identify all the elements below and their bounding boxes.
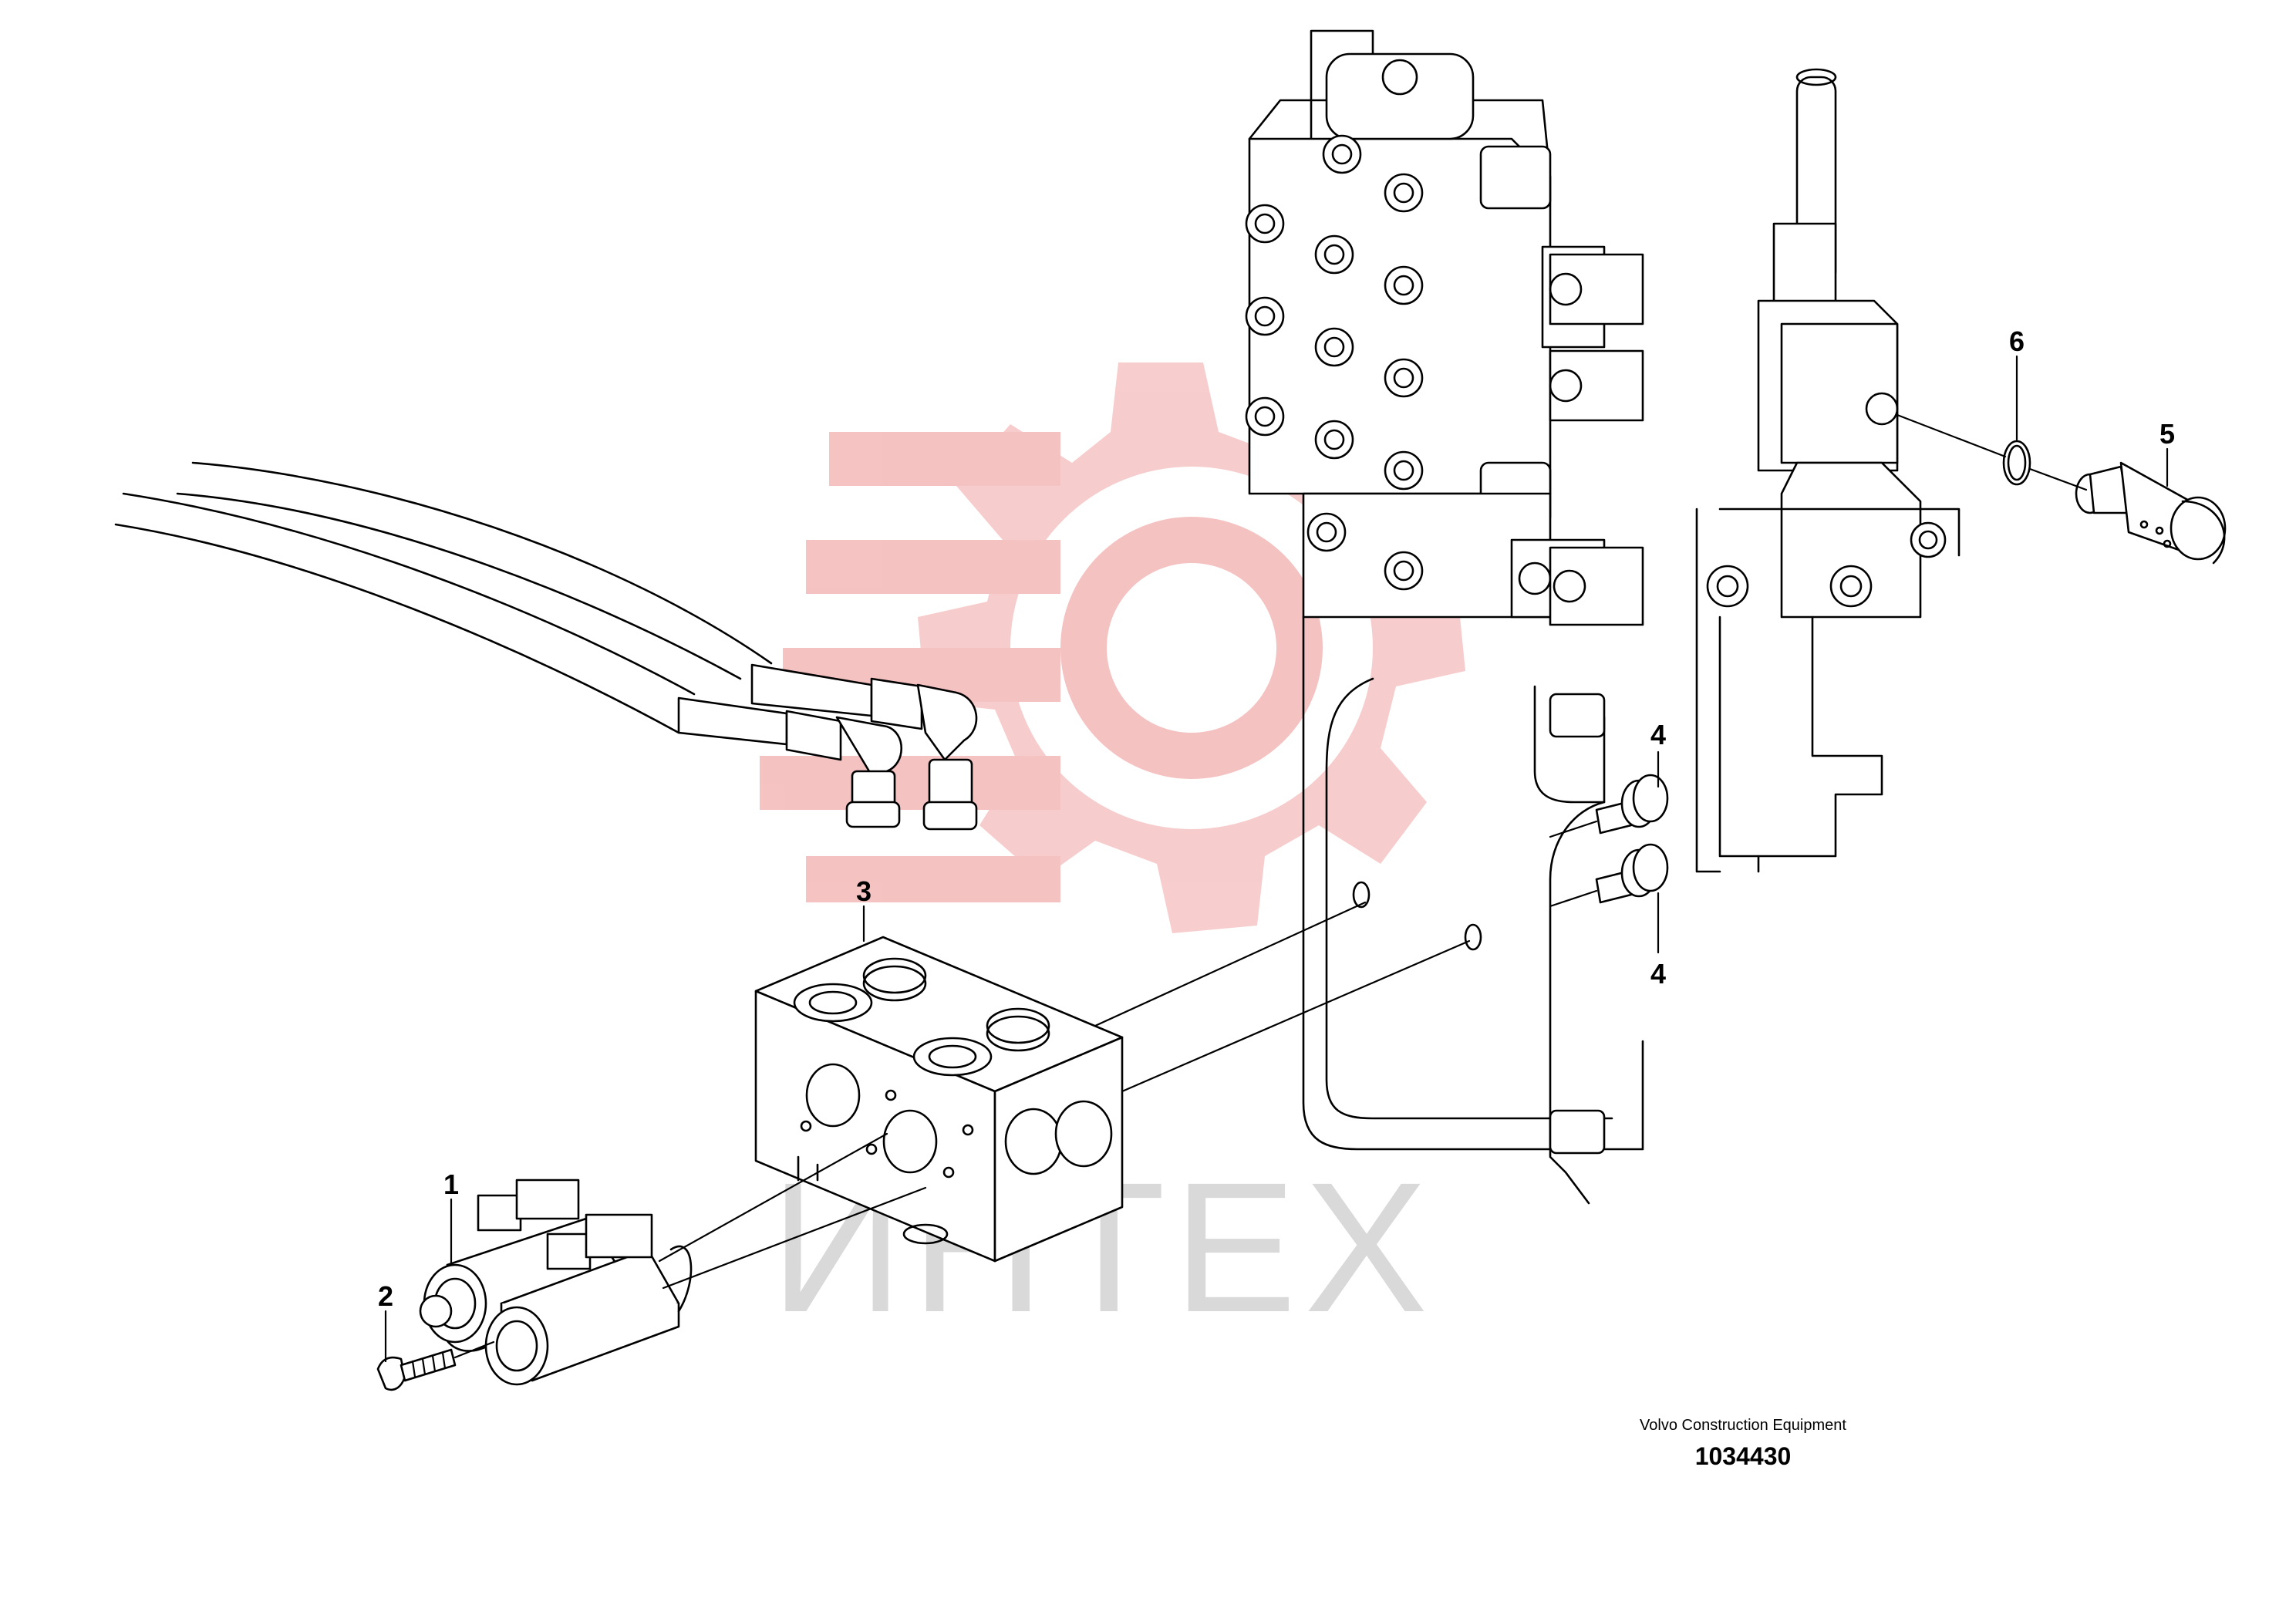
assembly-leader-lines <box>1094 901 1471 1093</box>
callout-leaders <box>384 355 2169 1363</box>
part-3-valve-block <box>754 936 1124 1263</box>
hydraulic-hoses <box>114 461 978 831</box>
part-6-o-ring <box>1896 413 2088 491</box>
part-1-solenoid-valves <box>419 1132 927 1386</box>
callout-2: 2 <box>378 1280 393 1312</box>
callout-labels: 1 2 3 4 4 5 6 <box>378 325 2175 1312</box>
callout-5: 5 <box>2159 418 2175 450</box>
part-5-pressure-sensor <box>2075 461 2227 565</box>
drawing-number: 1034430 <box>1694 1442 1792 1470</box>
callout-4-upper: 4 <box>1650 719 1666 750</box>
manufacturer-label: Volvo Construction Equipment <box>1640 1417 1846 1434</box>
callout-4-lower: 4 <box>1650 958 1666 990</box>
drawing-caption: Volvo Construction Equipment 1034430 <box>1604 1416 1882 1472</box>
pressure-sensor-block <box>1695 68 1961 873</box>
main-control-valve-bank <box>1245 29 1644 1205</box>
part-4-bolts <box>1549 774 1669 908</box>
callout-3: 3 <box>856 875 872 907</box>
part-2-bolt <box>376 1340 495 1391</box>
callout-1: 1 <box>443 1168 459 1200</box>
callout-6: 6 <box>2009 325 2025 357</box>
